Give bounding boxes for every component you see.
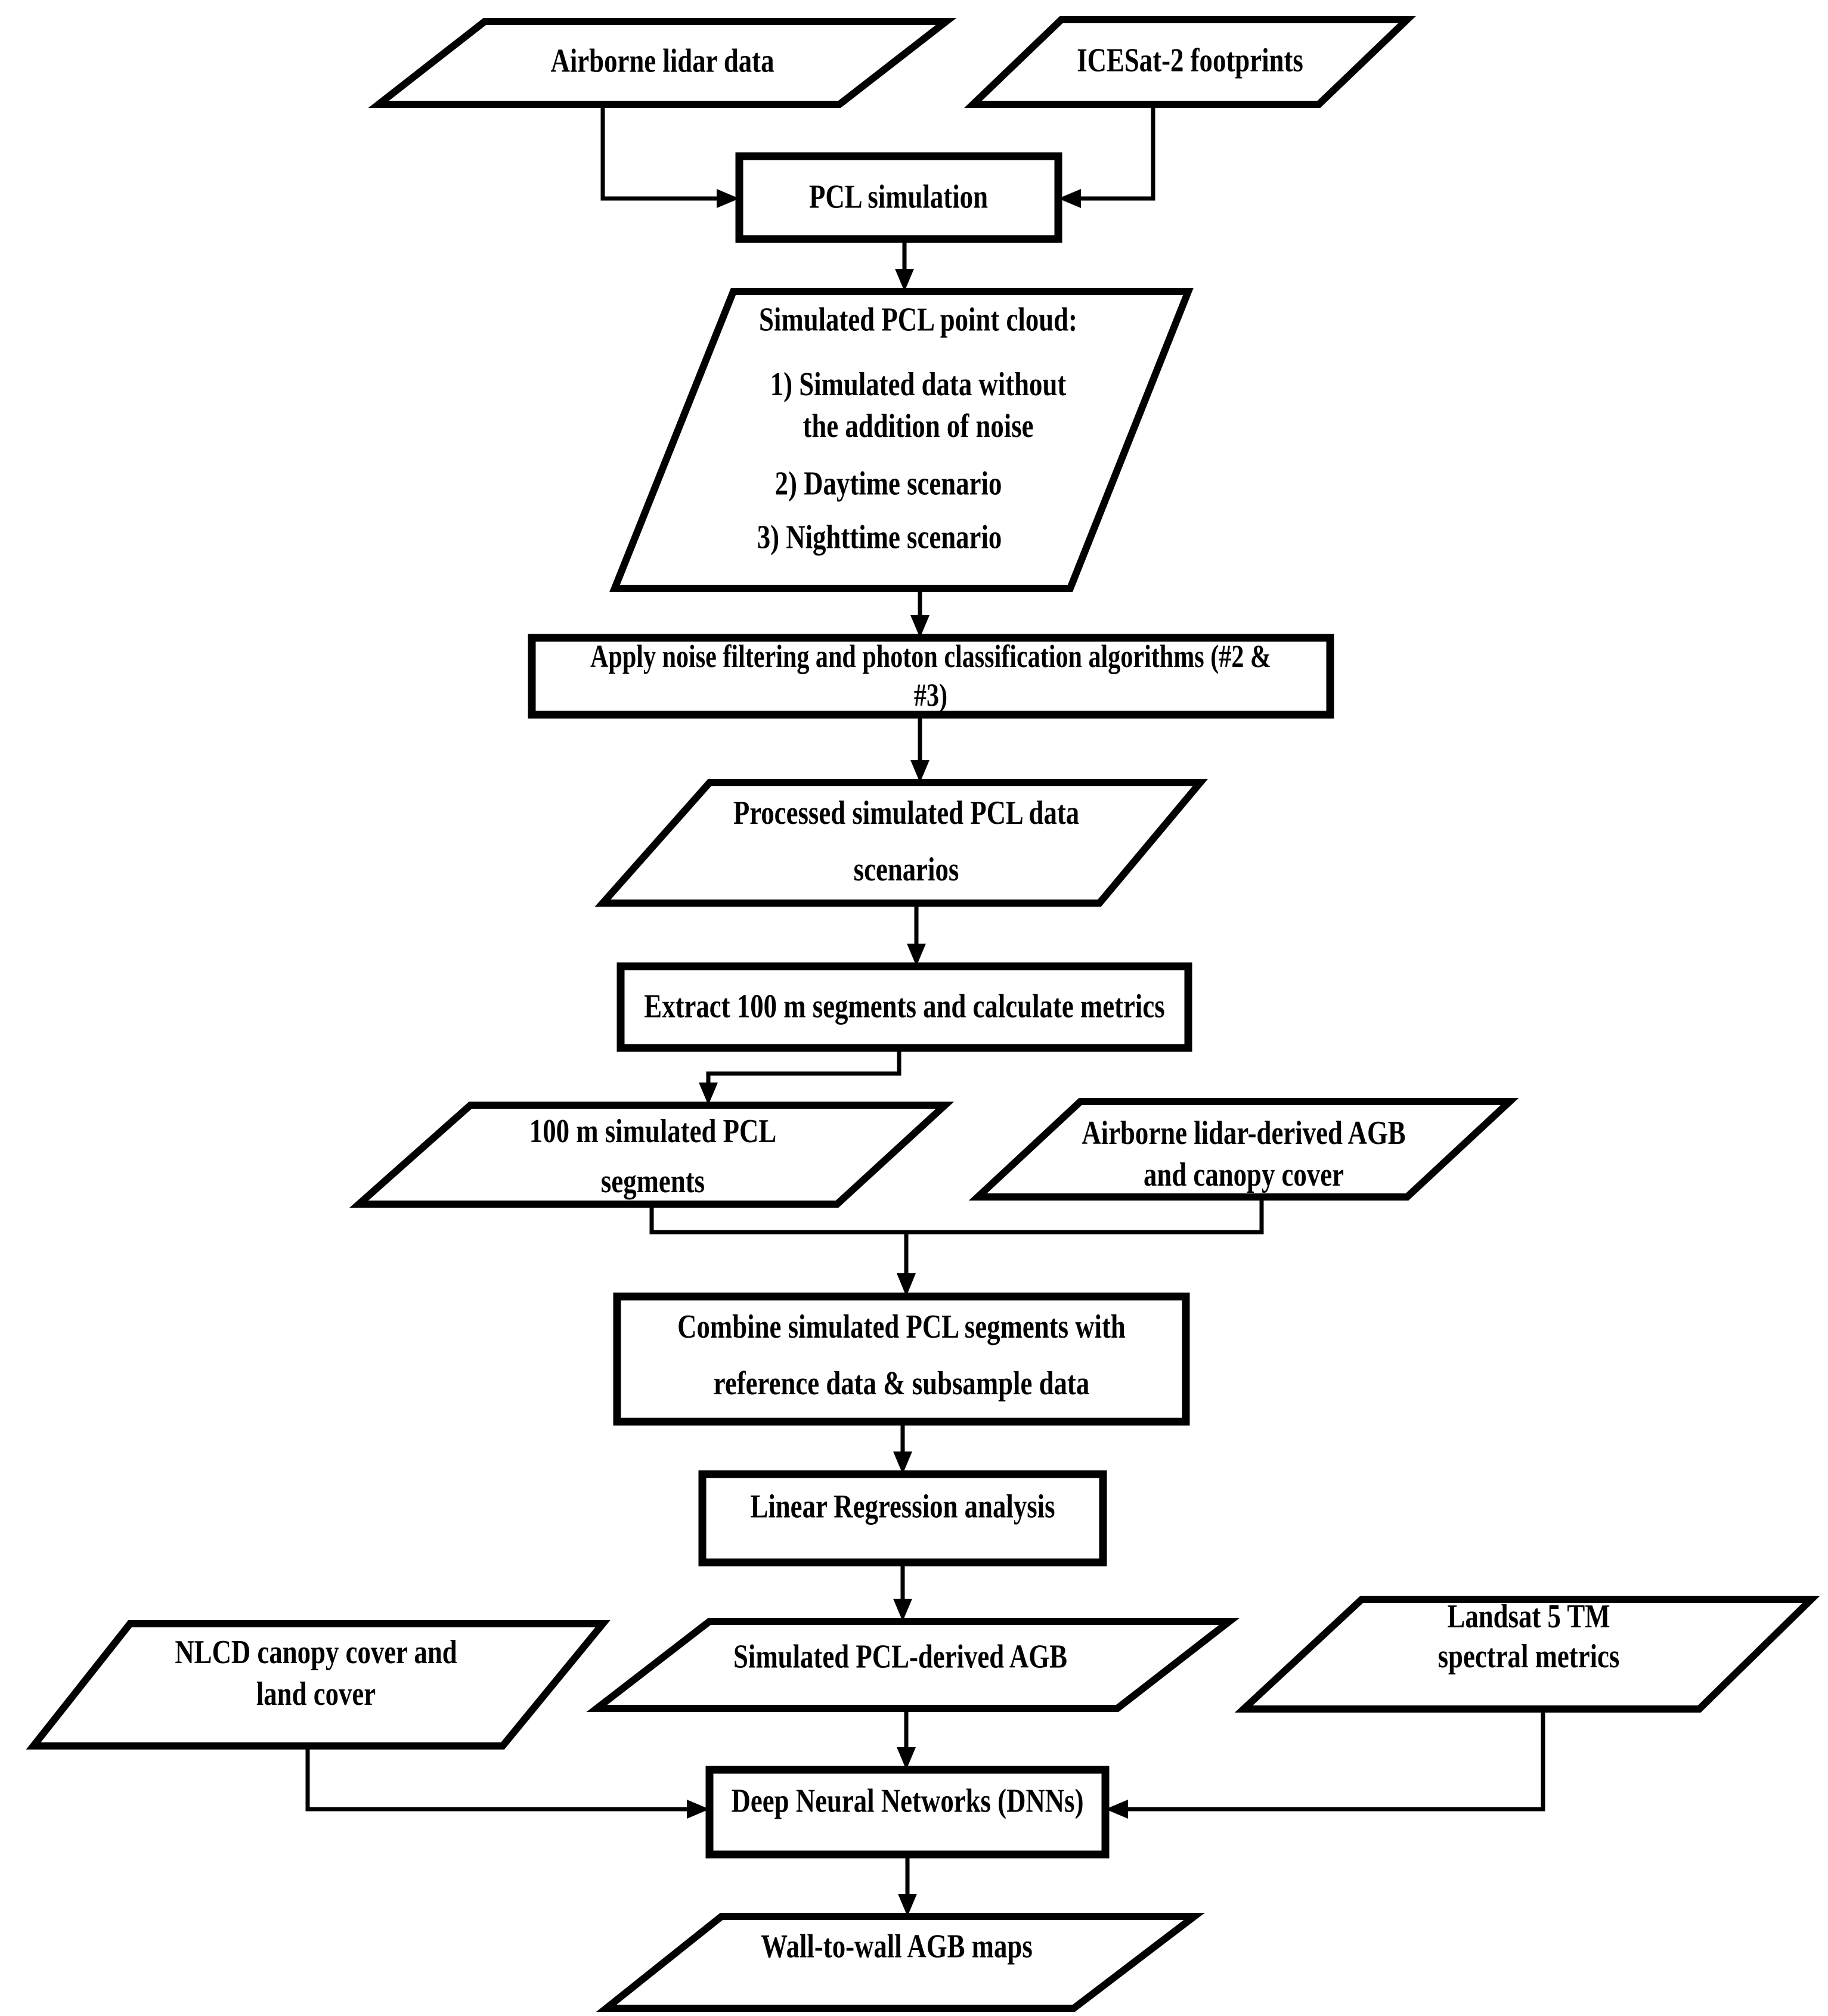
combine-box [613, 1292, 1190, 1426]
arrow-icesat2-to-pcl-simulation [1079, 104, 1155, 201]
arrowhead-right-icon [717, 189, 739, 208]
arrowhead-down-icon [910, 615, 930, 638]
linear-regression-box [698, 1470, 1107, 1567]
nlcd-label: NLCD canopy cover and land cover [175, 1634, 457, 1713]
node-shapes [26, 16, 1820, 2012]
pcl-agb-parallelogram [586, 1618, 1240, 1712]
landsat-label: Landsat 5 TM spectral metrics [1437, 1598, 1620, 1675]
landsat-parallelogram [1234, 1596, 1820, 1713]
icesat2-label: ICESat-2 footprints [1077, 42, 1303, 79]
point-cloud-title: Simulated PCL point cloud: [759, 301, 1077, 339]
arrowhead-right-icon [687, 1800, 709, 1819]
arrowhead-down-icon [893, 1451, 912, 1474]
arrow-nlcd-to-dnn [305, 1746, 689, 1812]
extract-label: Extract 100 m segments and calculate met… [644, 988, 1165, 1025]
point-cloud-item-2: 2) Daytime scenario [774, 465, 1002, 503]
arrowhead-left-icon [1105, 1800, 1128, 1819]
connectors [305, 104, 1545, 1916]
pcl-simulation-box [735, 152, 1062, 243]
point-cloud-parallelogram [609, 288, 1194, 592]
icesat2-parallelogram [964, 16, 1416, 108]
arrowhead-down-icon [907, 944, 926, 966]
dnn-label: Deep Neural Networks (DNNs) [731, 1782, 1084, 1820]
wall-to-wall-parallelogram [596, 1913, 1205, 2012]
linear-regression-label: Linear Regression analysis [750, 1488, 1055, 1525]
arrowhead-down-icon [910, 760, 930, 783]
point-cloud-item-3: 3) Nighttime scenario [757, 519, 1002, 556]
airborne-agb-label: Airborne lidar-derived AGB and canopy co… [1082, 1115, 1406, 1193]
pcl-agb-label: Simulated PCL-derived AGB [733, 1638, 1068, 1676]
airborne-lidar-parallelogram [368, 18, 957, 108]
processed-label: Processed simulated PCL data scenarios [733, 794, 1080, 888]
arrowhead-down-icon [897, 1747, 916, 1770]
apply-noise-label: Apply noise filtering and photon classif… [590, 638, 1271, 713]
arrowhead-down-icon [893, 1599, 912, 1621]
apply-noise-box [528, 634, 1334, 719]
arrowhead-down-icon [898, 1894, 917, 1916]
wall-to-wall-label: Wall-to-wall AGB maps [761, 1928, 1033, 1965]
arrow-airborne-lidar-to-pcl-simulation [600, 104, 719, 201]
arrowhead-down-icon [897, 1273, 916, 1297]
dnn-box [705, 1766, 1110, 1859]
arrow-extract-to-segments [706, 1048, 901, 1085]
arrowhead-down-icon [699, 1083, 718, 1105]
arrowhead-left-icon [1058, 189, 1081, 208]
pcl-simulation-label: PCL simulation [809, 178, 988, 216]
arrowhead-down-icon [895, 269, 914, 291]
extract-box [616, 962, 1192, 1052]
airborne-agb-parallelogram [968, 1098, 1519, 1201]
connector-segments-agb-merge [649, 1197, 1264, 1235]
airborne-lidar-label: Airborne lidar data [550, 42, 774, 80]
segments-100m-label: 100 m simulated PCL segments [529, 1113, 777, 1200]
nlcd-parallelogram [26, 1620, 611, 1750]
processed-parallelogram [594, 779, 1208, 907]
point-cloud-item-1: 1) Simulated data without the addition o… [770, 366, 1067, 445]
combine-label: Combine simulated PCL segments with refe… [677, 1308, 1126, 1402]
arrow-landsat-to-dnn [1126, 1709, 1545, 1812]
segments-100m-parallelogram [349, 1102, 955, 1208]
